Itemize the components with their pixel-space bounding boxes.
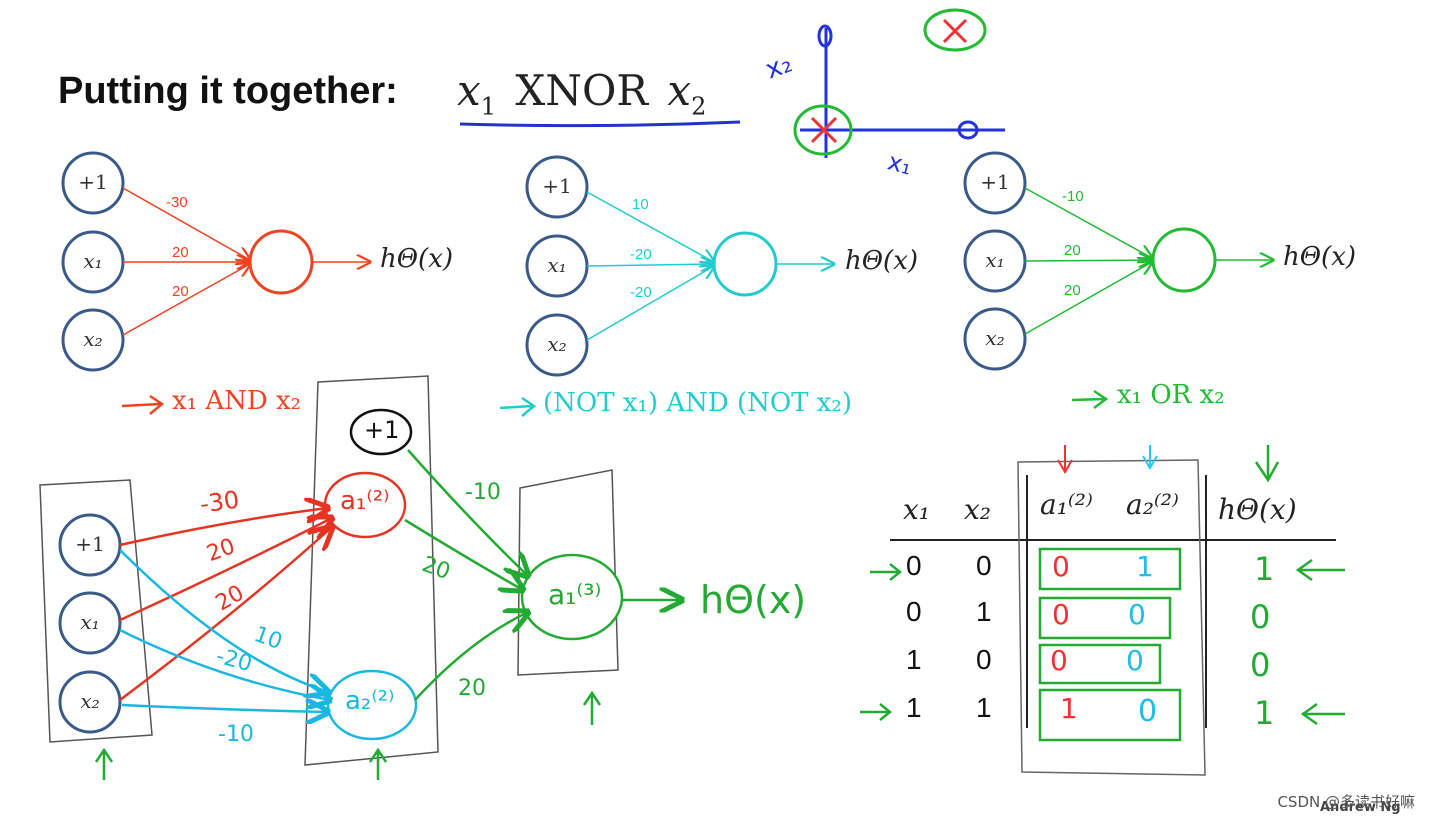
and-input-bias: +1 bbox=[78, 170, 108, 194]
title-expression: x1 XNOR x2 bbox=[457, 66, 707, 121]
and-output: hΘ(x) bbox=[380, 244, 454, 274]
and-weight-bias: -30 bbox=[166, 194, 188, 211]
combined-input-x1: x₁ bbox=[80, 610, 100, 634]
watermark: CSDN @多读书好嘛 bbox=[1277, 793, 1415, 811]
caption-arrow-and bbox=[121, 394, 165, 415]
table-header-a1: a₁⁽²⁾ bbox=[1040, 488, 1093, 521]
table-cell-x1: 1 bbox=[906, 692, 922, 723]
or-input-x2: x₂ bbox=[985, 326, 1005, 350]
table-cell-x1: 0 bbox=[906, 596, 922, 627]
table-cell-a1: 0 bbox=[1052, 550, 1070, 583]
or-input-x1: x₁ bbox=[985, 248, 1005, 272]
and-weight-x2: 20 bbox=[172, 283, 189, 300]
and-input-x1: x₁ bbox=[83, 249, 103, 273]
table-cell-a2: 0 bbox=[1126, 644, 1144, 677]
table-cell-a1: 0 bbox=[1050, 644, 1068, 677]
table-cell-a1: 0 bbox=[1052, 598, 1070, 631]
notand-weight-bias: 10 bbox=[632, 196, 649, 213]
combined-input-bias: +1 bbox=[75, 532, 105, 556]
caption-arrow-or bbox=[1071, 389, 1109, 409]
table-cell-a2: 0 bbox=[1138, 694, 1158, 729]
notand-input-x2: x₂ bbox=[547, 332, 567, 356]
notand-input-bias: +1 bbox=[542, 174, 572, 198]
table-header-x1: x₁ bbox=[903, 493, 931, 526]
combined-green-weight-2: 20 bbox=[458, 676, 486, 701]
table-cell-h: 0 bbox=[1250, 598, 1271, 636]
table-cell-x1: 1 bbox=[906, 644, 922, 675]
notand-output: hΘ(x) bbox=[845, 246, 919, 276]
table-cell-x1: 0 bbox=[906, 550, 922, 581]
title-prefix: Putting it together: bbox=[58, 70, 398, 112]
or-output: hΘ(x) bbox=[1283, 242, 1357, 272]
combined-input-x2: x₂ bbox=[80, 689, 100, 713]
combined-network bbox=[39, 375, 682, 780]
table-cell-h: 1 bbox=[1254, 550, 1275, 588]
slide-title: Putting it together: bbox=[58, 70, 398, 113]
network-and bbox=[61, 151, 370, 372]
table-cell-h: 0 bbox=[1250, 646, 1271, 684]
combined-red-weight-0: -30 bbox=[198, 485, 241, 519]
title-underline bbox=[459, 120, 741, 128]
or-input-bias: +1 bbox=[980, 170, 1010, 194]
and-caption: x₁ AND x₂ bbox=[172, 386, 302, 416]
notand-weight-x2: -20 bbox=[630, 284, 652, 301]
or-caption: x₁ OR x₂ bbox=[1117, 380, 1225, 410]
notand-weight-x1: -20 bbox=[630, 246, 652, 263]
or-weight-bias: -10 bbox=[1062, 188, 1084, 205]
table-header-a2: a₂⁽²⁾ bbox=[1126, 488, 1179, 521]
truth-table-frame bbox=[860, 445, 1345, 776]
network-notand bbox=[525, 155, 834, 377]
table-cell-x2: 1 bbox=[976, 692, 992, 723]
table-cell-x2: 1 bbox=[976, 596, 992, 627]
notand-caption: (NOT x₁) AND (NOT x₂) bbox=[543, 388, 852, 418]
table-header-x2: x₂ bbox=[964, 493, 992, 526]
table-cell-x2: 0 bbox=[976, 550, 992, 581]
combined-bias2: +1 bbox=[364, 416, 400, 444]
combined-green-weight-0: -10 bbox=[465, 480, 501, 505]
and-input-x2: x₂ bbox=[83, 327, 103, 351]
table-cell-a2: 1 bbox=[1136, 550, 1154, 583]
table-cell-h: 1 bbox=[1254, 694, 1275, 732]
and-weight-x1: 20 bbox=[172, 244, 189, 261]
table-header-h: hΘ(x) bbox=[1218, 493, 1297, 526]
author-credit: Andrew Ng bbox=[1320, 800, 1401, 815]
table-cell-a1: 1 bbox=[1060, 692, 1078, 725]
notand-input-x1: x₁ bbox=[547, 253, 567, 277]
or-weight-x2: 20 bbox=[1064, 282, 1081, 299]
table-cell-a2: 0 bbox=[1128, 598, 1146, 631]
caption-arrow-notand bbox=[499, 396, 537, 417]
or-weight-x1: 20 bbox=[1064, 242, 1081, 259]
combined-a1-3: a₁⁽³⁾ bbox=[548, 578, 602, 611]
combined-blue-weight-2: -10 bbox=[218, 722, 254, 747]
network-or bbox=[963, 151, 1273, 371]
xnor-sketch bbox=[793, 8, 1005, 158]
combined-a1-2: a₁⁽²⁾ bbox=[340, 486, 390, 516]
combined-a2-2: a₂⁽²⁾ bbox=[345, 686, 395, 716]
combined-output: hΘ(x) bbox=[700, 578, 807, 622]
table-cell-x2: 0 bbox=[976, 644, 992, 675]
